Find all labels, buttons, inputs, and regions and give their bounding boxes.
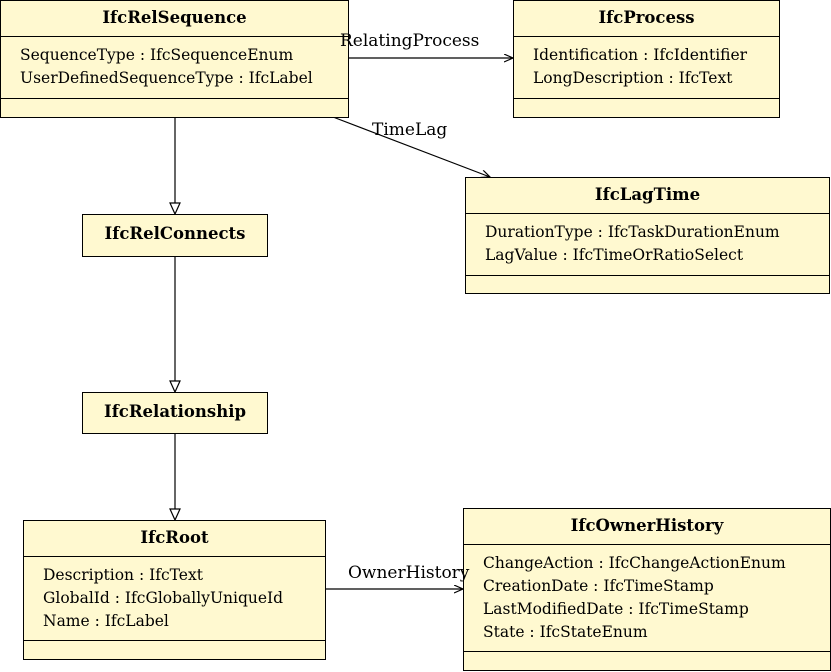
operation-compartment — [514, 99, 779, 117]
attribute: LastModifiedDate : IfcTimeStamp — [483, 600, 749, 618]
attribute: UserDefinedSequenceType : IfcLabel — [20, 69, 313, 87]
attribute: SequenceType : IfcSequenceEnum — [20, 46, 294, 64]
attribute: LagValue : IfcTimeOrRatioSelect — [485, 246, 744, 264]
attribute: LongDescription : IfcText — [533, 69, 733, 87]
time-lag-label: TimeLag — [372, 120, 448, 140]
class-name: IfcProcess — [514, 1, 779, 37]
attribute: Identification : IfcIdentifier — [533, 46, 748, 64]
class-ifcrelconnects[interactable]: IfcRelConnects — [82, 214, 268, 257]
class-name: IfcRoot — [24, 521, 325, 557]
class-ifcroot[interactable]: IfcRoot Description : IfcText GlobalId :… — [23, 520, 326, 660]
attribute-compartment: Description : IfcText GlobalId : IfcGlob… — [24, 557, 325, 641]
operation-compartment — [464, 652, 830, 670]
class-ifcrelsequence[interactable]: IfcRelSequence SequenceType : IfcSequenc… — [0, 0, 349, 118]
class-name: IfcLagTime — [466, 178, 829, 214]
attribute: Description : IfcText — [43, 566, 203, 584]
class-ifclagtime[interactable]: IfcLagTime DurationType : IfcTaskDuratio… — [465, 177, 830, 294]
attribute-compartment: Identification : IfcIdentifier LongDescr… — [514, 37, 779, 99]
class-ifcprocess[interactable]: IfcProcess Identification : IfcIdentifie… — [513, 0, 780, 118]
class-ifcownerhistory[interactable]: IfcOwnerHistory ChangeAction : IfcChange… — [463, 508, 831, 671]
class-name: IfcRelConnects — [104, 224, 246, 243]
generalization-relsequence-relconnects — [169, 117, 181, 216]
owner-history-label: OwnerHistory — [348, 563, 470, 583]
operation-compartment — [466, 276, 829, 294]
attribute-compartment: SequenceType : IfcSequenceEnum UserDefin… — [1, 37, 348, 99]
class-ifcrelationship[interactable]: IfcRelationship — [82, 392, 268, 434]
attribute: ChangeAction : IfcChangeActionEnum — [483, 554, 786, 572]
class-name: IfcOwnerHistory — [464, 509, 830, 545]
attribute-compartment: ChangeAction : IfcChangeActionEnum Creat… — [464, 545, 830, 652]
attribute: Name : IfcLabel — [43, 612, 169, 630]
generalization-relconnects-relationship — [169, 256, 181, 394]
operation-compartment — [24, 641, 325, 659]
attribute: GlobalId : IfcGloballyUniqueId — [43, 589, 284, 607]
attribute: DurationType : IfcTaskDurationEnum — [485, 223, 780, 241]
attribute-compartment: DurationType : IfcTaskDurationEnum LagVa… — [466, 214, 829, 276]
time-lag-association — [332, 116, 490, 177]
attribute: CreationDate : IfcTimeStamp — [483, 577, 714, 595]
operation-compartment — [1, 99, 348, 117]
generalization-relationship-root — [169, 434, 181, 522]
attribute: State : IfcStateEnum — [483, 623, 648, 641]
class-name: IfcRelationship — [103, 402, 246, 421]
class-name: IfcRelSequence — [1, 1, 348, 37]
relating-process-label: RelatingProcess — [340, 31, 480, 51]
